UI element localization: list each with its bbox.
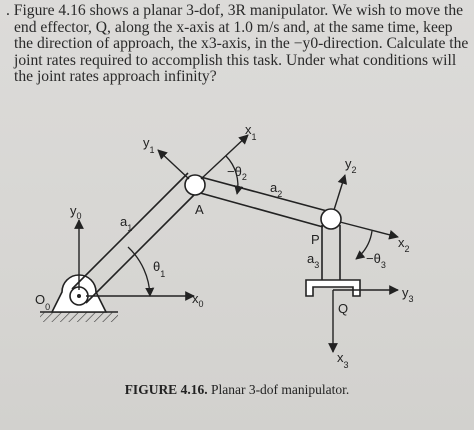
figure-caption: FIGURE 4.16. Planar 3-dof manipulator. [0, 382, 474, 398]
x1-label: x1 [245, 122, 257, 142]
theta1-label: θ1 [153, 259, 165, 279]
problem-statement: . Figure 4.16 shows a planar 3-dof, 3R m… [6, 2, 470, 86]
theta2-arc [225, 155, 244, 195]
manipulator-diagram: y0 x0 O0 a1 θ1 A y1 x1 −θ2 a2 y2 x2 P −θ… [35, 122, 414, 370]
caption-label: FIGURE 4.16. [124, 382, 208, 397]
neg-theta3-label: −θ3 [366, 251, 386, 270]
y0-label: y0 [70, 203, 82, 221]
theta3-arc [355, 230, 373, 260]
joint-p [320, 208, 342, 230]
problem-line-5: the joint rates approach infinity? [14, 68, 217, 86]
y1-label: y1 [143, 135, 155, 155]
problem-line-4: joint rates required to accomplish this … [14, 51, 457, 69]
theta1-arc [127, 246, 155, 297]
a3-label: a3 [307, 251, 319, 270]
caption-text: Planar 3-dof manipulator. [210, 382, 350, 397]
link-a3 [321, 225, 341, 280]
q-label: Q [338, 301, 348, 316]
joint-a [184, 174, 206, 196]
end-effector-gripper [305, 279, 361, 297]
a2-label: a2 [270, 180, 282, 199]
a-label: A [195, 202, 204, 217]
a1-label: a1 [120, 214, 132, 233]
o0-label: O0 [35, 292, 50, 312]
problem-line-2: end effector, Q, along the x-axis at 1.0… [14, 18, 453, 36]
neg-theta2-label: −θ2 [227, 164, 247, 182]
problem-line-1: . Figure 4.16 shows a planar 3-dof, 3R m… [6, 2, 464, 19]
x3-label: x3 [337, 350, 349, 370]
p-label: P [311, 232, 320, 247]
x1-axis-arrow [200, 134, 249, 180]
y1-axis-arrow [157, 149, 190, 180]
link-a2 [192, 175, 328, 228]
x2-axis-arrow [339, 221, 399, 240]
link-a1 [71, 172, 203, 304]
problem-line-3: the direction of approach, the x3-axis, … [14, 35, 469, 53]
y2-axis-arrow [333, 174, 348, 211]
y2-label: y2 [345, 156, 357, 175]
x0-label: x0 [192, 291, 204, 309]
y3-label: y3 [402, 285, 414, 304]
x2-label: x2 [398, 235, 410, 254]
manipulator-figure: y0 x0 O0 a1 θ1 A y1 x1 −θ2 a2 y2 x2 P −θ… [0, 112, 474, 380]
joint-o0-pin [77, 294, 81, 298]
